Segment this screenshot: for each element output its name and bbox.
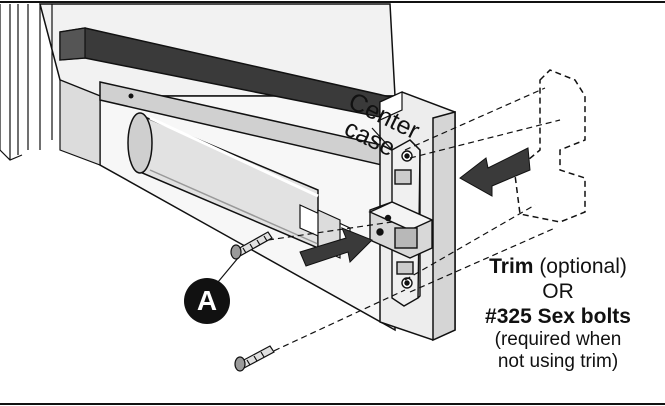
badge-leader	[217, 257, 239, 283]
trim-word: Trim	[489, 255, 534, 278]
bottom-screw-icon	[234, 345, 275, 372]
or-line: OR	[542, 280, 574, 303]
center-case-leader	[371, 127, 393, 151]
trim-note: Trim (optional) OR #325 Sex bolts (requi…	[458, 254, 658, 373]
trim-outline	[514, 69, 586, 223]
trim-line: Trim (optional)	[458, 254, 658, 279]
required-line2: not using trim)	[497, 351, 619, 372]
callout-badge-a: A	[184, 278, 230, 324]
sex-bolts-line: #325 Sex bolts	[485, 305, 631, 328]
center-case-bracket	[368, 139, 434, 307]
door-frame	[0, 4, 29, 161]
required-line1: (required when	[494, 329, 622, 350]
alignment-lines	[264, 87, 561, 356]
arrow-left-icon	[459, 147, 531, 197]
top-screw-icon	[230, 231, 273, 260]
optional-word: (optional)	[539, 255, 627, 278]
arrow-right-icon	[299, 227, 373, 267]
